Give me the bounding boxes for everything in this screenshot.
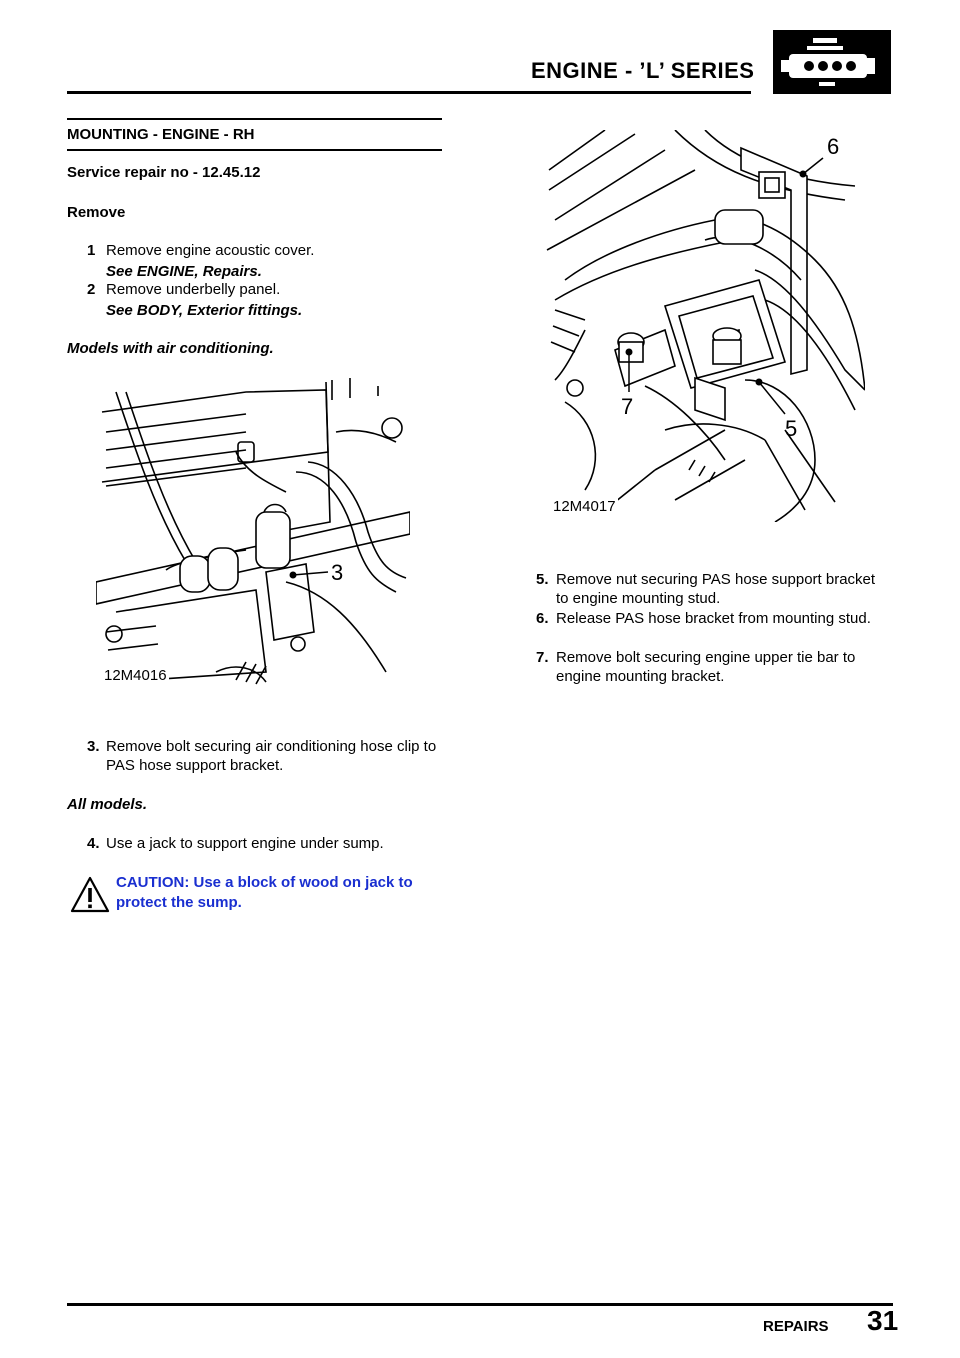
- step-4-text: Use a jack to support engine under sump.: [106, 835, 384, 852]
- figure-left-code: 12M4016: [102, 667, 169, 684]
- figure-left-callout-3: 3: [331, 560, 344, 585]
- page-header-title: ENGINE - ’L’ SERIES: [531, 58, 755, 83]
- step-1-instruction: Remove engine acoustic cover.: [106, 242, 315, 259]
- figure-left: 3 12M4016: [95, 372, 411, 690]
- step-1-text: Remove engine acoustic cover. See ENGINE…: [106, 241, 442, 281]
- figure-right-code: 12M4017: [551, 498, 618, 515]
- caution-text: CAUTION: Use a block of wood on jack to …: [116, 874, 413, 911]
- step-2-instruction: Remove underbelly panel.: [106, 281, 281, 298]
- section-rule-bottom: [67, 149, 442, 151]
- models-ac-heading: Models with air conditioning.: [67, 340, 274, 357]
- engine-icon: [773, 30, 891, 94]
- footer-section-label: REPAIRS: [763, 1318, 829, 1335]
- page-number: 31: [867, 1305, 899, 1336]
- step-1-reference: See ENGINE, Repairs.: [106, 263, 262, 280]
- step-5-text: Remove nut securing PAS hose support bra…: [556, 571, 876, 607]
- figure-right: 6 7 5 12M4017: [545, 129, 866, 523]
- footer-rule: [67, 1303, 893, 1306]
- step-3-text: Remove bolt securing air conditioning ho…: [106, 738, 437, 774]
- figure-right-callout-7: 7: [621, 394, 634, 419]
- remove-label: Remove: [67, 204, 126, 221]
- step-3-number: 3.: [87, 738, 100, 755]
- step-6-text: Release PAS hose bracket from mounting s…: [556, 610, 871, 627]
- figure-right-callout-5: 5: [785, 416, 798, 441]
- step-4-number: 4.: [87, 835, 100, 852]
- step-7-number: 7.: [536, 649, 549, 666]
- step-2-text: Remove underbelly panel. See BODY, Exter…: [106, 280, 442, 320]
- service-repair-no: Service repair no - 12.45.12: [67, 164, 261, 181]
- section-rule-top: [67, 118, 442, 120]
- step-7-text: Remove bolt securing engine upper tie ba…: [556, 649, 856, 685]
- step-2-number: 2: [87, 281, 96, 298]
- step-5-number: 5.: [536, 571, 549, 588]
- step-1-number: 1: [87, 242, 96, 259]
- all-models-heading: All models.: [67, 796, 148, 813]
- step-6-number: 6.: [536, 610, 549, 627]
- warning-triangle-icon: [70, 876, 110, 914]
- header-rule: [67, 91, 751, 94]
- step-2-reference: See BODY, Exterior fittings.: [106, 302, 303, 319]
- figure-right-callout-6: 6: [827, 134, 840, 159]
- section-heading: MOUNTING - ENGINE - RH: [67, 126, 255, 143]
